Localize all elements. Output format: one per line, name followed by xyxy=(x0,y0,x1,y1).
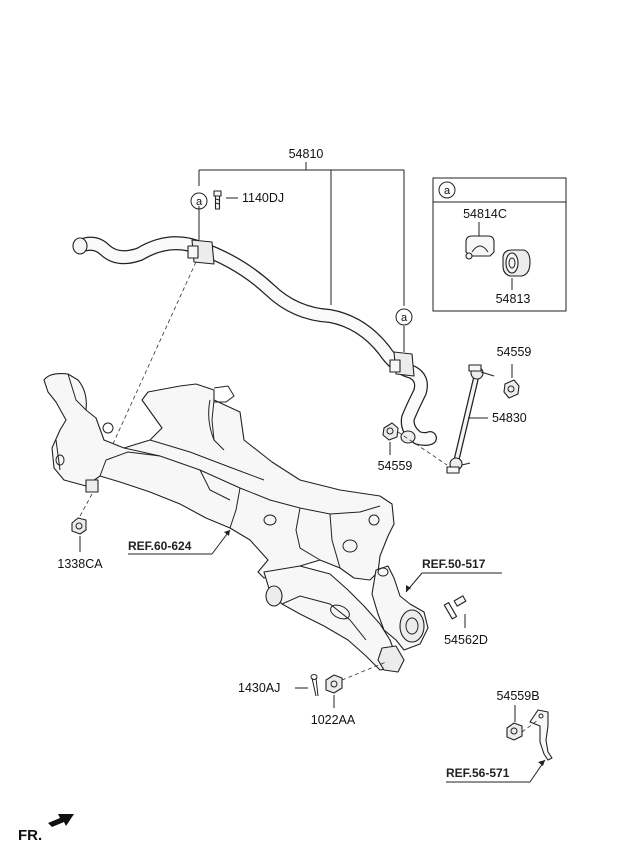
stabilizer-bar-leader: 54810 xyxy=(198,147,405,352)
callout-link-nut-bottom: 54559 xyxy=(378,459,413,473)
callout-bracket-nut: 54559B xyxy=(496,689,539,703)
callout-link: 54830 xyxy=(492,411,527,425)
callout-subframe-nut: 1338CA xyxy=(57,557,103,571)
link-nut-top-part xyxy=(503,379,520,399)
callout-bolt: 1140DJ xyxy=(242,191,284,205)
subframe-part xyxy=(43,373,395,581)
callout-bushing: 54813 xyxy=(496,292,531,306)
ref-bracket: REF.56-571 xyxy=(446,766,510,780)
bolt-part xyxy=(213,190,222,210)
detail-box-marker-circle xyxy=(438,181,456,199)
bracket-part xyxy=(529,709,553,761)
bushing-clamp-part xyxy=(465,235,495,260)
callout-stabilizer-bar: 54810 xyxy=(289,147,324,161)
lower-arm-part xyxy=(263,565,397,671)
marker-a-left: a xyxy=(196,196,203,208)
marker-a-circle-right xyxy=(395,308,413,326)
callout-cotter-pin: 1430AJ xyxy=(238,681,280,695)
link-bolt-part xyxy=(443,595,467,620)
detail-box-marker: a xyxy=(444,185,451,197)
stabilizer-link-part xyxy=(446,364,495,474)
link-nut-bottom-part xyxy=(382,422,399,441)
marker-a-right: a xyxy=(401,312,408,324)
marker-a-circle-left xyxy=(190,192,208,210)
callout-bushing-clamp: 54814C xyxy=(463,207,507,221)
subframe-nut-part xyxy=(71,517,87,535)
front-direction-arrow-icon xyxy=(48,814,74,827)
bushing-part xyxy=(502,249,531,277)
stabilizer-bar-part xyxy=(72,236,437,446)
bracket-nut-part xyxy=(506,722,523,741)
callout-castle-nut: 1022AA xyxy=(311,713,356,727)
cotter-pin-part xyxy=(310,674,319,697)
orientation-label: FR. xyxy=(18,827,42,844)
callout-link-bolt: 54562D xyxy=(444,633,488,647)
castle-nut-part xyxy=(325,674,343,694)
ref-knuckle: REF.50-517 xyxy=(422,557,486,571)
callout-link-nut-top: 54559 xyxy=(497,345,532,359)
ref-subframe: REF.60-624 xyxy=(128,539,192,553)
knuckle-part xyxy=(371,565,429,673)
detail-box: a 54814C 54813 xyxy=(432,177,567,312)
